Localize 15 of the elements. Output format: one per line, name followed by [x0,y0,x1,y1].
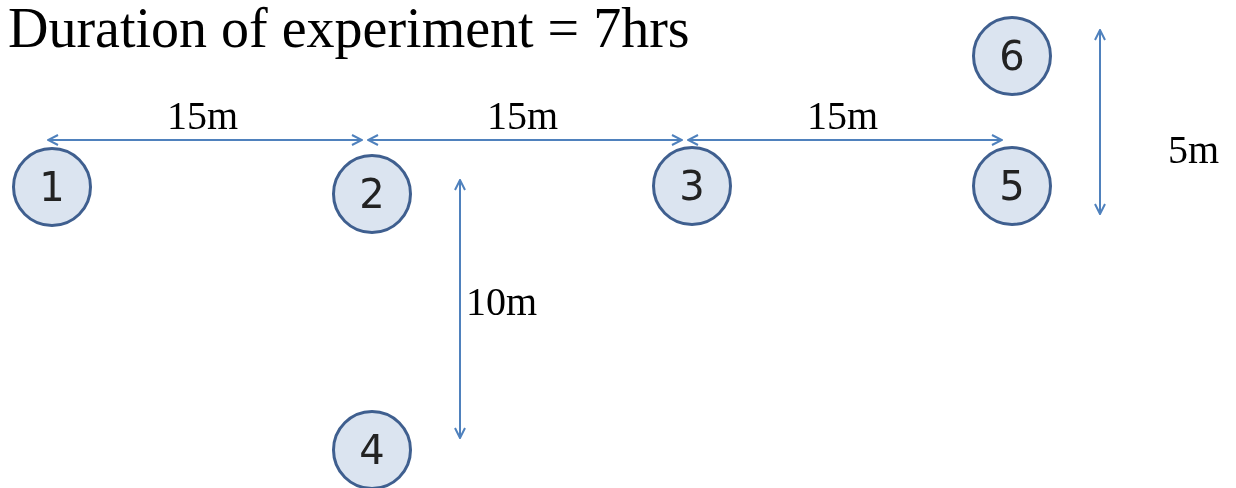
double-arrow [687,134,1003,146]
dimension-label: 5m [1168,126,1220,173]
numbered-circle: 5 [972,146,1052,226]
numbered-circle: 1 [12,147,92,227]
numbered-circle: 2 [332,154,412,234]
edge-label: 15m [167,92,239,139]
numbered-circle: 4 [332,410,412,488]
numbered-circle: 3 [652,146,732,226]
dimension-label: 10m [466,278,538,325]
double-arrow [47,134,363,146]
numbered-circle: 6 [972,16,1052,96]
double-arrow [367,134,683,146]
title: Duration of experiment = 7hrs [8,0,690,60]
edge-label: 15m [807,92,879,139]
edge-label: 15m [487,92,559,139]
